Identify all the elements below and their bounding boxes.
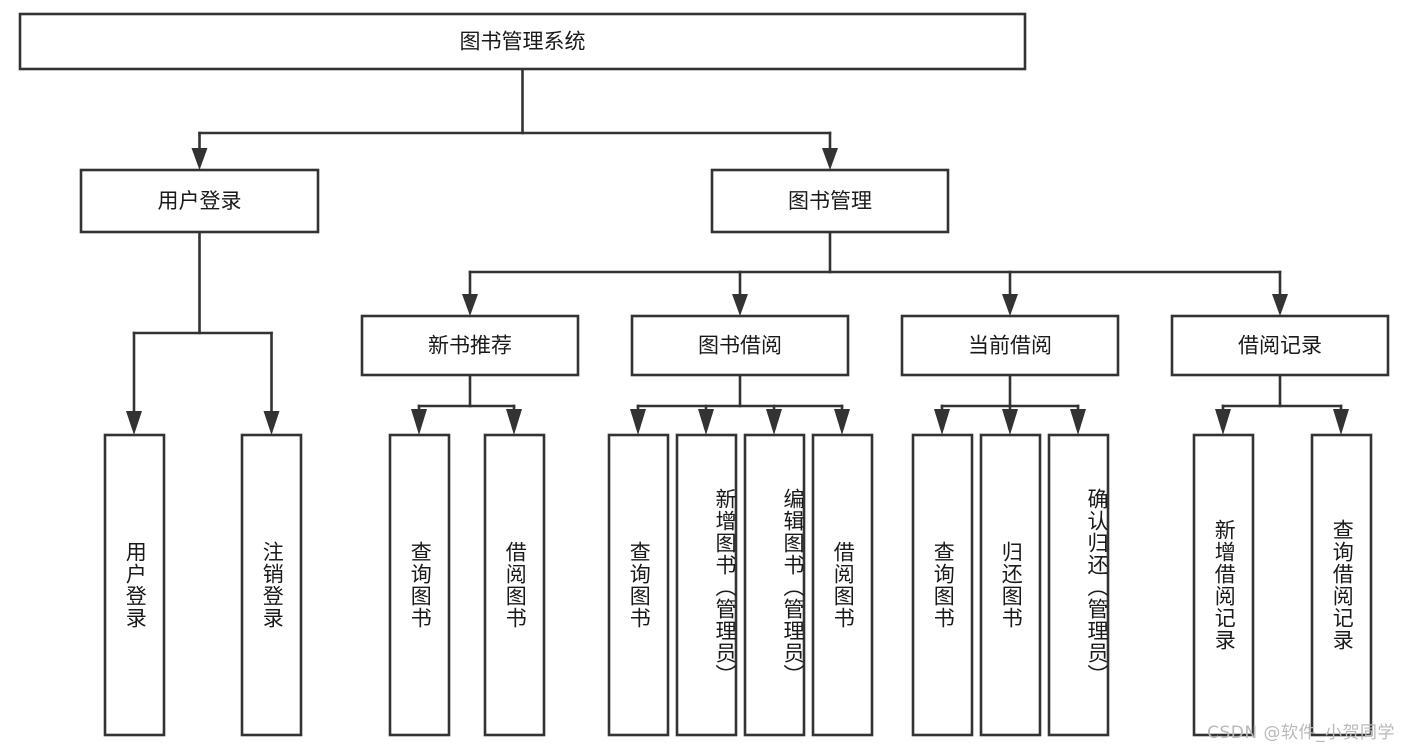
arrow-head-leaf-borrow-book-2 (834, 409, 850, 435)
arrow-head-leaf-query-record (1333, 409, 1349, 435)
arrow-head-book-borrow (732, 294, 748, 316)
node-box-leaf-add-record[interactable] (1192, 433, 1255, 737)
node-box-leaf-borrow-book-1[interactable] (483, 433, 546, 737)
node-box-book-manage[interactable] (710, 168, 950, 234)
arrow-head-leaf-return-book (1002, 409, 1018, 435)
node-label-user-login: 用户登录 (158, 189, 242, 213)
connector-group-userlogin-to-leaves (126, 230, 280, 435)
node-box-user-login[interactable] (79, 168, 320, 234)
node-box-leaf-query-book-3[interactable] (911, 433, 974, 737)
arrow-head-userlogin (191, 148, 208, 170)
arrow-head-leaf-query-book-3 (934, 409, 950, 435)
connector-group-newbookrec-to-leaves (411, 373, 522, 435)
arrow-head-leaf-user-login (126, 411, 142, 435)
node-box-leaf-confirm-return[interactable] (1047, 433, 1110, 737)
arrow-head-leaf-query-book-1 (411, 409, 427, 435)
node-box-leaf-borrow-book-2[interactable] (811, 433, 874, 737)
node-box-leaf-query-book-1[interactable] (388, 433, 451, 737)
node-box-root[interactable] (18, 12, 1027, 71)
arrow-head-leaf-add-book (698, 409, 714, 435)
node-box-borrow-record[interactable] (1170, 314, 1390, 377)
node-box-current-borrow[interactable] (900, 314, 1120, 377)
connector-group-currentborrow-to-leaves (934, 373, 1086, 435)
connector-group-bookmanage-to-level2 (462, 230, 1288, 316)
arrow-head-borrow-record (1272, 294, 1288, 316)
connector-group-root-to-level1 (191, 67, 838, 170)
arrow-head-leaf-query-book-2 (630, 409, 646, 435)
arrow-head-new-book-rec (462, 294, 478, 316)
node-box-leaf-query-book-2[interactable] (607, 433, 670, 737)
node-box-leaf-add-book[interactable] (675, 433, 738, 737)
node-box-book-borrow[interactable] (630, 314, 850, 377)
node-box-leaf-logout[interactable] (240, 433, 303, 737)
node-label-current-borrow: 当前借阅 (968, 334, 1052, 358)
arrow-head-leaf-confirm-return (1070, 409, 1086, 435)
node-label-book-manage: 图书管理 (788, 189, 872, 213)
arrow-head-leaf-borrow-book-1 (506, 409, 522, 435)
arrow-head-leaf-edit-book (766, 409, 782, 435)
arrow-head-current-borrow (1002, 294, 1018, 316)
connector-group-borrowrecord-to-leaves (1215, 373, 1349, 435)
node-label-new-book-rec: 新书推荐 (428, 334, 512, 358)
node-box-leaf-return-book[interactable] (979, 433, 1042, 737)
node-box-leaf-user-login[interactable] (103, 433, 166, 737)
arrow-head-bookmanage (822, 148, 838, 170)
connector-group-bookborrow-to-leaves (630, 373, 850, 435)
arrow-head-leaf-add-record (1215, 409, 1231, 435)
node-label-book-borrow: 图书借阅 (698, 334, 782, 358)
node-box-leaf-edit-book[interactable] (743, 433, 806, 737)
node-box-new-book-rec[interactable] (360, 314, 580, 377)
node-label-borrow-record: 借阅记录 (1238, 334, 1322, 358)
node-label-root: 图书管理系统 (460, 30, 586, 54)
node-box-leaf-query-record[interactable] (1310, 433, 1373, 737)
arrow-head-leaf-logout (263, 411, 280, 435)
